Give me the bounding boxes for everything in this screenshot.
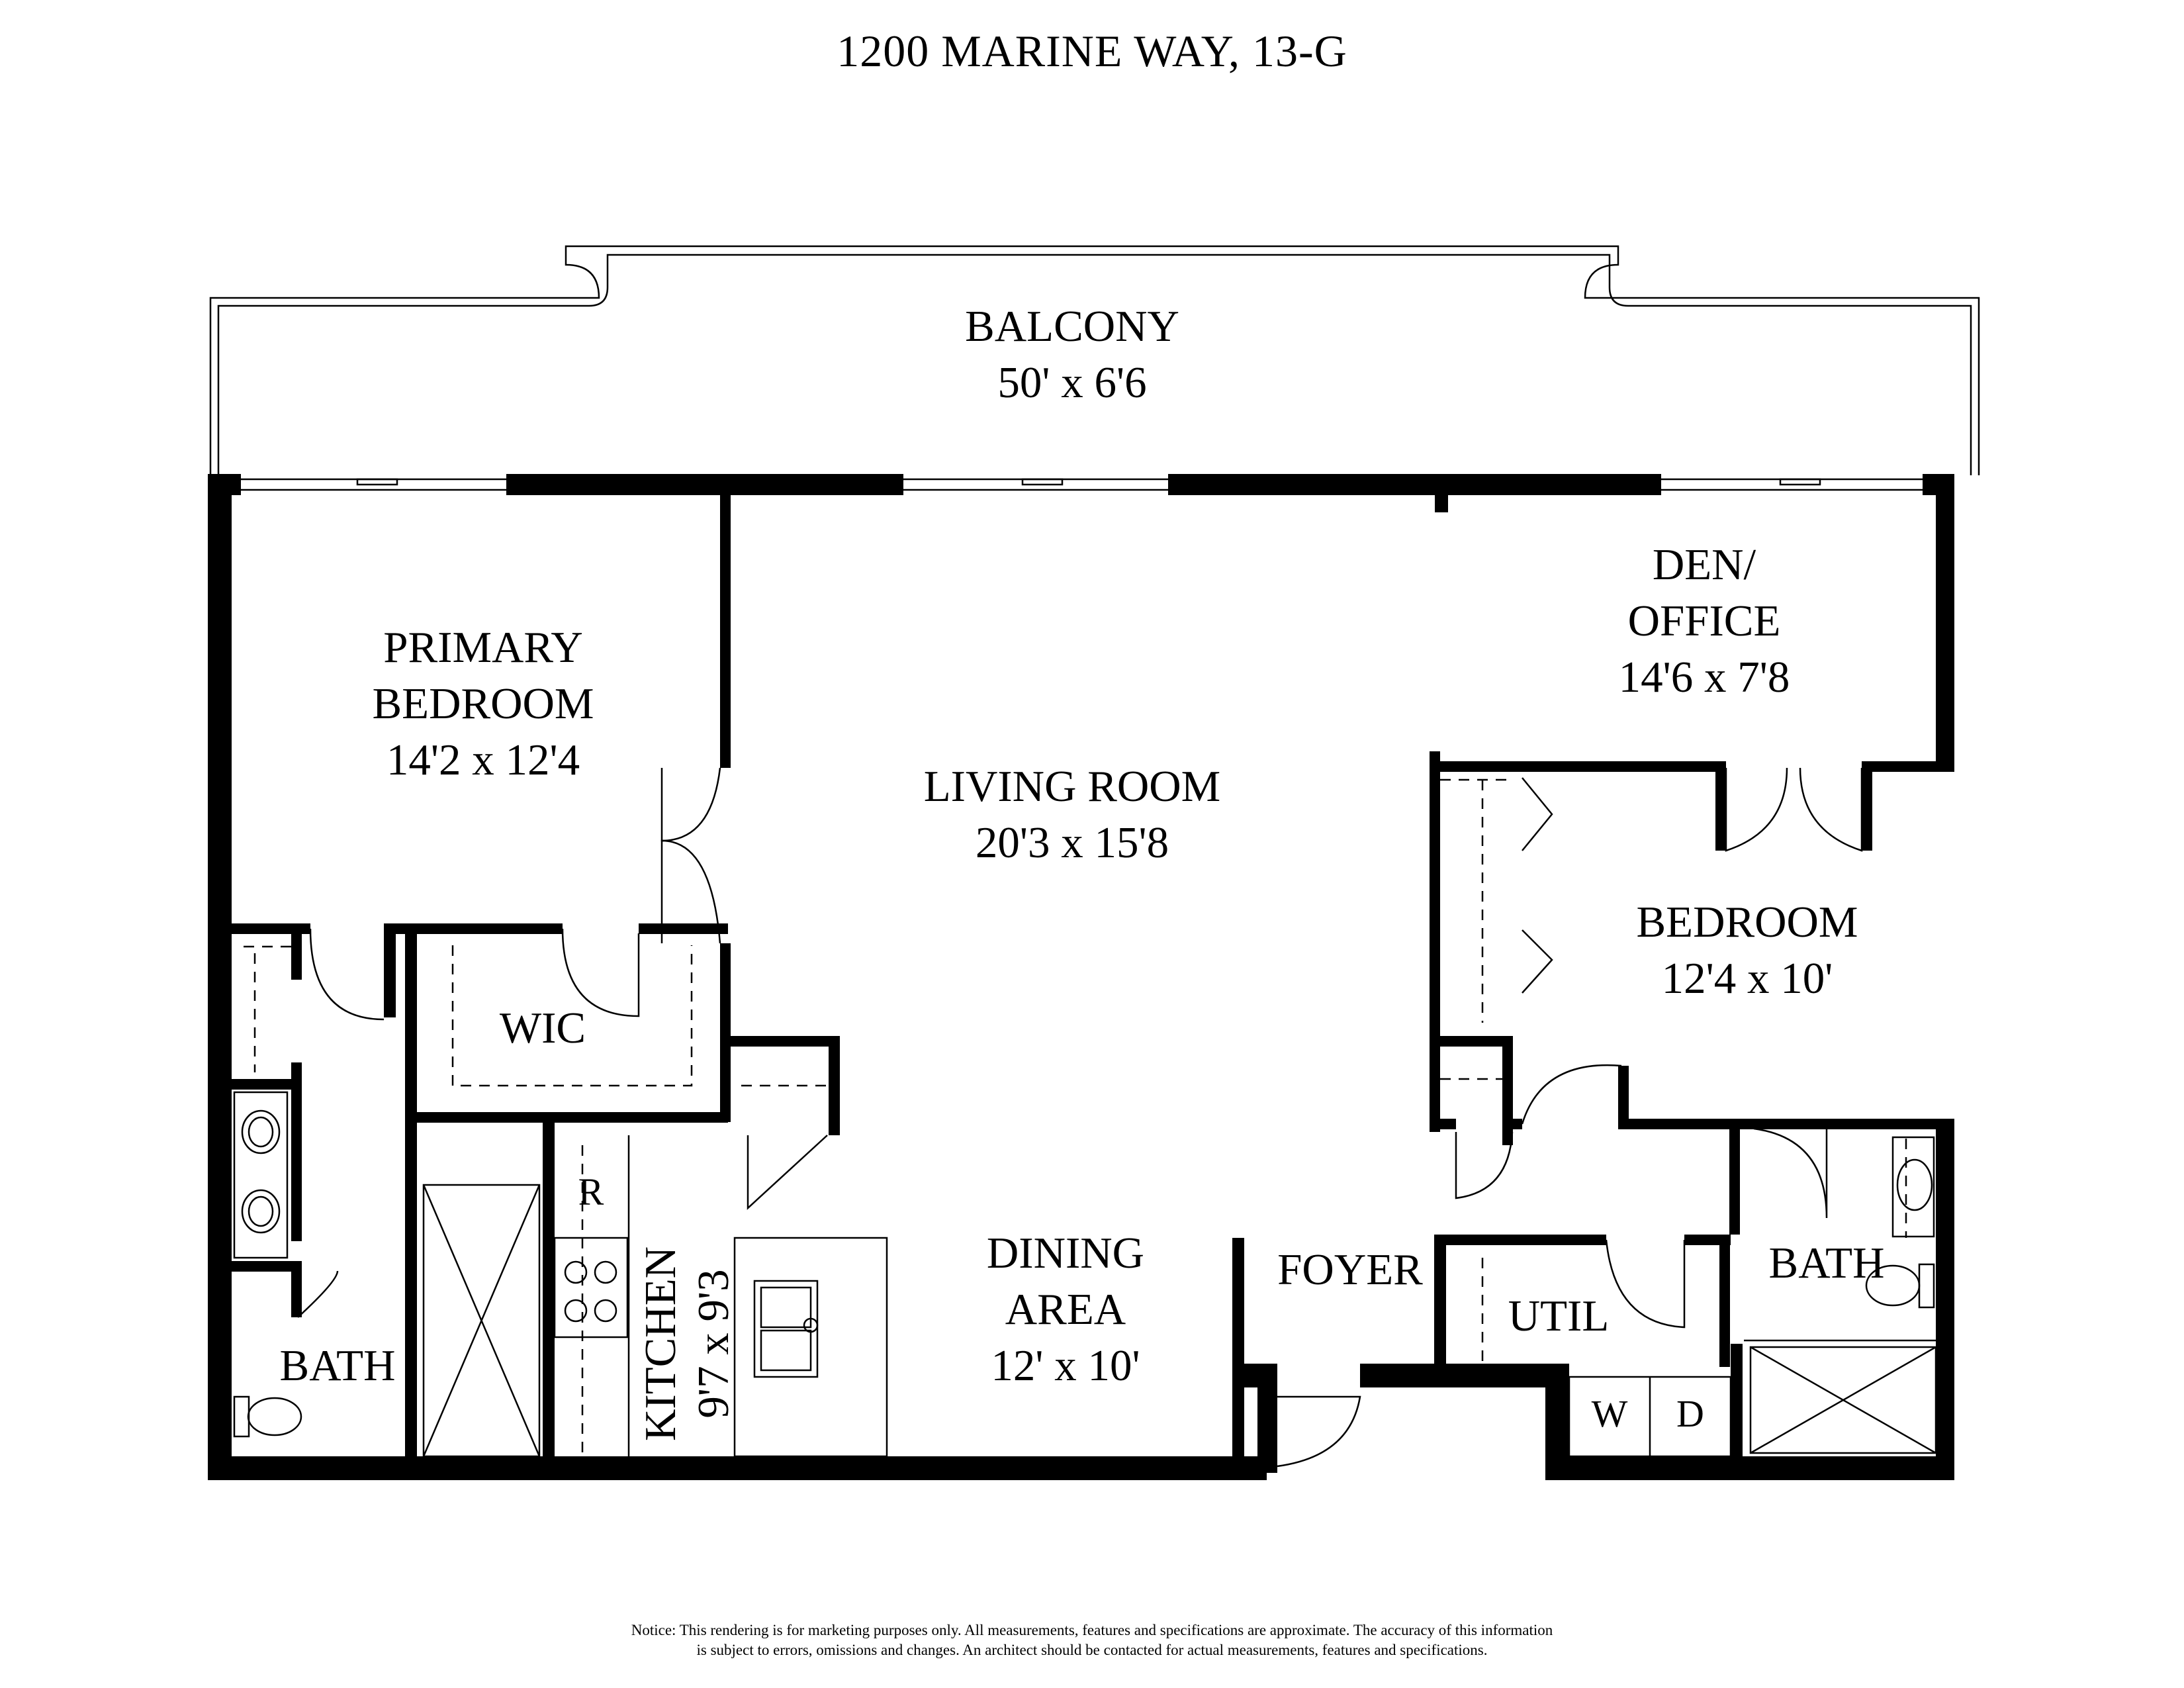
door-swings: [297, 767, 1863, 1468]
den-office-label-1: DEN/: [1653, 540, 1756, 589]
dining-size: 12' x 10': [991, 1341, 1140, 1390]
den-office-size: 14'6 x 7'8: [1619, 653, 1790, 702]
util-label: UTIL: [1508, 1291, 1610, 1340]
wic-label: WIC: [500, 1004, 586, 1053]
notice-line-1: Notice: This rendering is for marketing …: [631, 1622, 1553, 1638]
balcony-label: BALCONY: [965, 302, 1179, 351]
primary-bedroom-size: 14'2 x 12'4: [387, 735, 580, 784]
primary-bedroom-label-2: BEDROOM: [372, 679, 594, 728]
balcony-outline: [209, 245, 1980, 475]
living-room-size: 20'3 x 15'8: [976, 818, 1169, 867]
primary-bedroom-label-1: PRIMARY: [383, 623, 583, 672]
dining-label-2: AREA: [1005, 1285, 1126, 1334]
plan-title: 1200 MARINE WAY, 13-G: [837, 26, 1347, 76]
sliding-doors: [241, 478, 1923, 491]
fixtures: [233, 1091, 1937, 1458]
disclaimer-notice: Notice: This rendering is for marketing …: [0, 1620, 2184, 1660]
dining-label-1: DINING: [987, 1229, 1144, 1278]
notice-line-2: is subject to errors, omissions and chan…: [696, 1642, 1488, 1658]
bedroom-label: BEDROOM: [1636, 898, 1858, 947]
fixture-labels: R W D: [578, 1170, 1704, 1435]
refrigerator-label: R: [578, 1170, 604, 1213]
kitchen-size: 9'7 x 9'3: [689, 1269, 738, 1418]
foyer-label: FOYER: [1277, 1245, 1423, 1294]
den-office-label-2: OFFICE: [1628, 596, 1781, 645]
bath-right-label: BATH: [1769, 1239, 1885, 1288]
room-labels: BALCONY 50' x 6'6 PRIMARY BEDROOM 14'2 x…: [280, 302, 1885, 1441]
kitchen-label: KITCHEN: [636, 1246, 685, 1441]
living-room-label: LIVING ROOM: [924, 762, 1221, 811]
washer-label: W: [1592, 1392, 1628, 1435]
closet-lines: [244, 778, 1907, 1456]
dryer-label: D: [1676, 1392, 1704, 1435]
balcony-size: 50' x 6'6: [997, 358, 1146, 407]
walls: [208, 474, 1954, 1480]
bedroom-size: 12'4 x 10': [1662, 954, 1833, 1003]
bath-left-label: BATH: [280, 1341, 396, 1390]
